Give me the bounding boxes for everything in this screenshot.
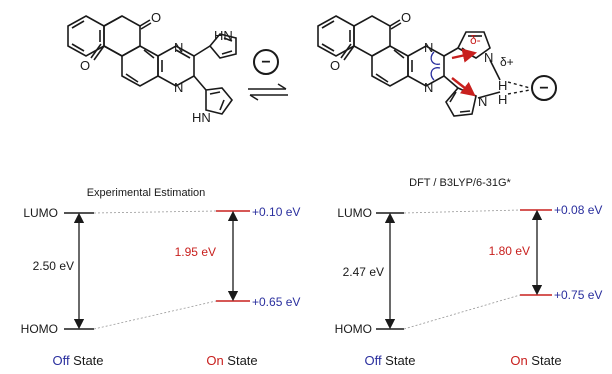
delta-plus-label: δ+: [500, 55, 514, 69]
connector-homo-dft: [403, 294, 521, 330]
anion-circle-left: −: [253, 49, 279, 75]
panel-title-dft: DFT / B3LYP/6-31G*: [409, 177, 511, 189]
carbonyl-o-top: O: [151, 10, 161, 25]
molecule-complex-labels: O O N N N N H H δ+: [330, 10, 514, 109]
shift-lumo-on-dft: +0.08 eV: [554, 203, 602, 217]
svg-text:−: −: [539, 80, 548, 97]
energy-diagram-dft: DFT / B3LYP/6-31G* LUMO HOMO 2.47 eV 1.8…: [335, 177, 603, 368]
pyrrole-n-top-complex: N: [484, 50, 493, 65]
gap-value-off-dft: 2.47 eV: [343, 265, 384, 279]
state-label-on-dft: On State: [510, 353, 561, 368]
hydrogen-top: H: [498, 78, 507, 93]
shift-homo-on: +0.65 eV: [252, 295, 300, 309]
pyrazine-n-bottom-complex: N: [424, 80, 433, 95]
molecule-complex: [317, 15, 501, 117]
carbonyl-o-bottom: O: [80, 58, 90, 73]
lumo-label: LUMO: [23, 206, 58, 220]
anion-circle-right: −: [531, 75, 557, 101]
hydrogen-bonds: [507, 81, 531, 95]
molecule-receptor: [67, 15, 237, 115]
carbonyl-o-bottom-complex: O: [330, 58, 340, 73]
electron-arrows: [430, 51, 441, 81]
lumo-label-dft: LUMO: [337, 206, 372, 220]
connector-lumo: [93, 210, 217, 214]
delta-minus-label: δ-: [470, 33, 481, 47]
panel-title-experimental: Experimental Estimation: [87, 187, 206, 199]
connector-lumo-dft: [403, 209, 521, 214]
pyrazine-n-top: N: [174, 40, 183, 55]
state-label-on: On State: [206, 353, 257, 368]
equilibrium-arrows: [248, 83, 288, 101]
state-label-off: Off State: [52, 353, 103, 368]
hydrogen-bottom: H: [498, 92, 507, 107]
state-label-off-dft: Off State: [364, 353, 415, 368]
gap-value-off: 2.50 eV: [33, 259, 74, 273]
pyrrole-nh-top: HN: [214, 28, 233, 43]
pyrazine-n-bottom: N: [174, 80, 183, 95]
carbonyl-o-top-complex: O: [401, 10, 411, 25]
gap-value-on-dft: 1.80 eV: [489, 244, 530, 258]
homo-label-dft: HOMO: [335, 322, 372, 336]
shift-lumo-on: +0.10 eV: [252, 205, 300, 219]
svg-text:−: −: [261, 54, 270, 71]
homo-label: HOMO: [21, 322, 58, 336]
pyrrole-nh-bottom: HN: [192, 110, 211, 125]
connector-homo: [93, 300, 217, 330]
molecule-receptor-labels: O O N N HN HN: [80, 10, 233, 125]
energy-diagram-experimental: Experimental Estimation LUMO HOMO 2.50 e…: [21, 187, 301, 368]
gap-value-on: 1.95 eV: [175, 245, 216, 259]
polarization-arrows: [451, 48, 478, 97]
pyrrole-n-bottom-complex: N: [478, 94, 487, 109]
shift-homo-on-dft: +0.75 eV: [554, 288, 602, 302]
pyrazine-n-top-complex: N: [424, 40, 433, 55]
